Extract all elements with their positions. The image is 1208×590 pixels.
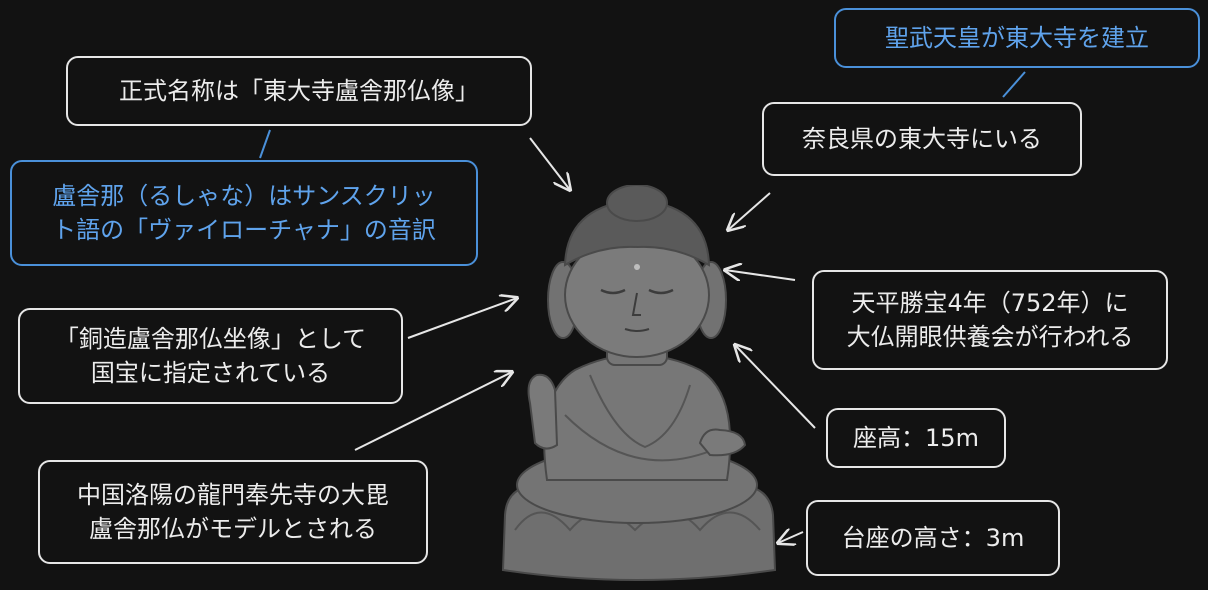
note-text-line2: 国宝に指定されている <box>90 359 331 387</box>
arrow-location <box>728 192 771 230</box>
note-official-name: 正式名称は「東大寺盧舎那仏像」 <box>66 56 532 126</box>
buddha-statue-illustration <box>501 185 777 581</box>
note-text: 奈良県の東大寺にいる <box>802 125 1042 153</box>
buddha-body <box>543 353 732 481</box>
raised-hand <box>527 373 559 450</box>
note-text-line2: ト語の「ヴァイローチャナ」の音訳 <box>52 216 436 244</box>
note-text-line1: 天平勝宝4年（752年）に <box>851 289 1129 317</box>
buddha-hair <box>563 198 711 267</box>
note-text-line2: 盧舎那仏がモデルとされる <box>89 515 377 543</box>
eyes <box>600 288 674 295</box>
note-national-treasure: 「銅造盧舎那仏坐像」として 国宝に指定されている <box>18 308 403 404</box>
resting-hand <box>698 428 747 457</box>
arrow-model <box>354 372 512 451</box>
note-text: 正式名称は「東大寺盧舎那仏像」 <box>119 77 479 105</box>
arrow-eye-opening <box>725 270 796 280</box>
note-eye-opening: 天平勝宝4年（752年）に 大仏開眼供養会が行われる <box>812 270 1168 370</box>
arrow-official-name <box>529 137 570 190</box>
arrow-national-treasure <box>407 298 517 339</box>
note-model: 中国洛陽の龍門奉先寺の大毘 盧舎那仏がモデルとされる <box>38 460 428 564</box>
mouth <box>624 328 650 332</box>
arrow-pedestal-height <box>778 532 804 543</box>
nose <box>631 292 641 316</box>
lotus-petals <box>514 511 761 532</box>
robe-folds <box>564 374 721 462</box>
note-text-line1: 盧舎那（るしゃな）はサンスクリッ <box>52 182 436 210</box>
note-shomu: 聖武天皇が東大寺を建立 <box>834 8 1200 68</box>
link-location-to-shomu <box>1002 71 1026 98</box>
arrow-seat-height <box>735 345 816 429</box>
note-seat-height: 座高：15m <box>826 408 1006 468</box>
note-text: 台座の高さ：3m <box>841 524 1025 552</box>
note-text: 座高：15m <box>853 424 979 452</box>
note-text-line2: 大仏開眼供養会が行われる <box>846 323 1134 351</box>
note-pedestal-height: 台座の高さ：3m <box>806 500 1060 576</box>
note-text: 聖武天皇が東大寺を建立 <box>885 24 1149 52</box>
note-vairocana: 盧舎那（るしゃな）はサンスクリッ ト語の「ヴァイローチャナ」の音訳 <box>10 160 478 266</box>
link-official-to-vairocana <box>259 129 271 159</box>
note-text-line1: 中国洛陽の龍門奉先寺の大毘 <box>77 481 389 509</box>
note-location: 奈良県の東大寺にいる <box>762 102 1082 176</box>
urna-dot <box>634 264 640 270</box>
note-text-line1: 「銅造盧舎那仏坐像」として <box>54 325 367 353</box>
hair-topknot <box>606 185 668 222</box>
